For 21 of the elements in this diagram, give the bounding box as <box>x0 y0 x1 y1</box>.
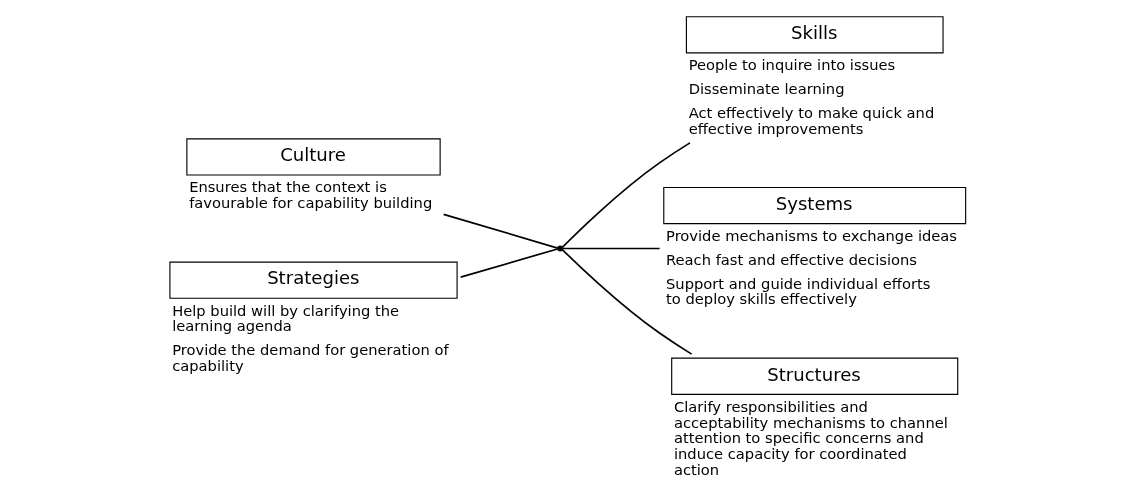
node-box: Culture <box>186 138 441 176</box>
node-label: Act effectively to make quick and effective improvements <box>688 103 935 137</box>
connector <box>561 248 693 355</box>
node-label: Help build will by clarifying the learning agenda <box>172 301 400 335</box>
node-label: Provide the demand for generation of capability <box>172 341 449 375</box>
node-label: Clarify responsibilities and acceptability mechanisms to channel attention to specific concerns and induce capacity for coordinated action <box>673 397 948 479</box>
node-label: Reach fast and effective decisions <box>666 250 917 268</box>
node-label: Ensures that the context is favourable for capability building <box>189 178 433 212</box>
connector <box>459 248 559 278</box>
node-label: Support and guide individual efforts to deploy skills effectively <box>666 274 931 308</box>
node-label: Disseminate learning <box>688 80 845 98</box>
node-label: Provide mechanisms to exchange ideas <box>666 227 957 245</box>
connector <box>562 247 661 250</box>
node-box: Skills <box>685 16 944 54</box>
node-label: People to inquire into issues <box>688 56 896 74</box>
connector <box>442 213 559 249</box>
node-box: Strategies <box>169 261 458 299</box>
node-box: Structures <box>671 357 959 395</box>
connector <box>561 142 691 249</box>
node-box: Systems <box>663 186 967 225</box>
node-point <box>557 245 564 252</box>
